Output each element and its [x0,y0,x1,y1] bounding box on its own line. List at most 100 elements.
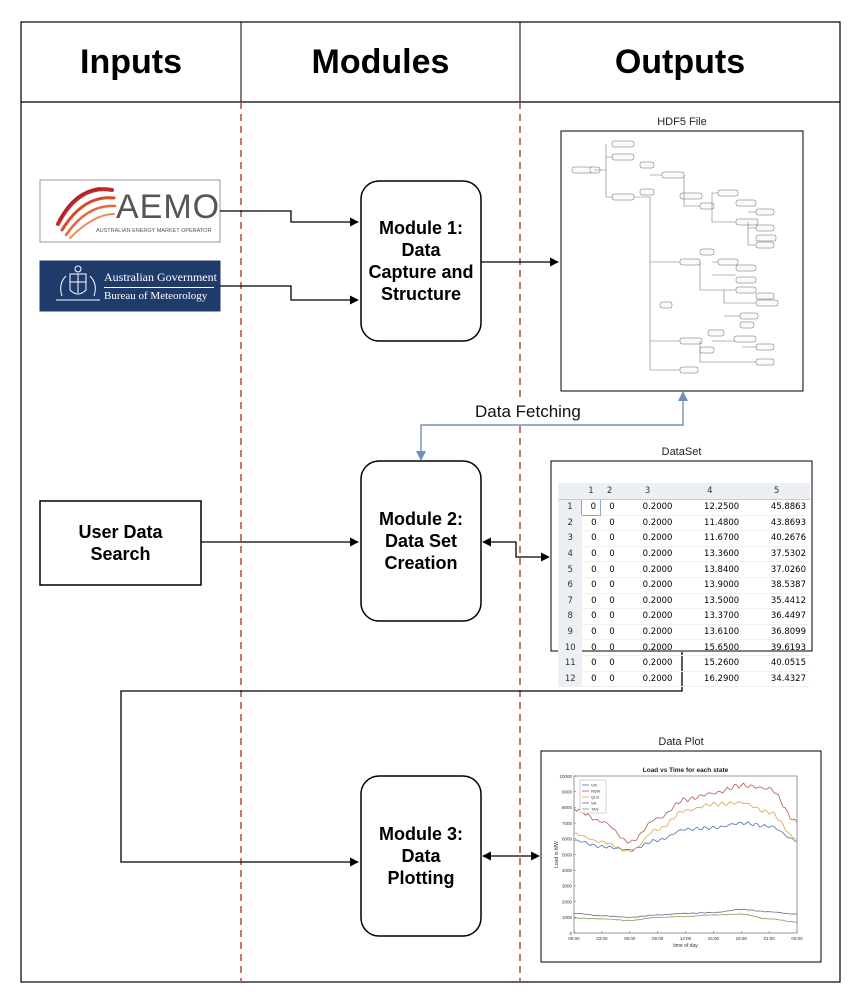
schema-node [755,224,775,232]
arrow-bom-to-module1 [220,285,359,305]
dataset-col-header: 5 [743,483,810,500]
series-line-tas [573,913,798,923]
table-cell: 0 [600,671,619,688]
user-data-search-label: User Data Search [78,522,163,564]
table-cell: 45.8863 [743,499,810,516]
module-1-label: Module 1: Data Capture and Structure [368,218,474,304]
table-cell: 37.0260 [743,561,810,578]
arrow-data-fetching [416,391,688,461]
y-tick-label: 3000 [562,884,573,889]
x-tick-label: 00:00 [791,936,803,941]
table-cell: 0.2000 [618,577,677,594]
schema-node [755,343,775,351]
table-cell: 0.2000 [618,624,677,641]
user-search-box [39,500,202,586]
table-cell: 0 [600,561,619,578]
legend-label: SA [591,801,597,806]
table-cell: 0.2000 [618,499,677,516]
schema-node [755,299,779,307]
arrow-module2-dataset [482,537,550,562]
schema-node [679,366,699,374]
table-cell: 0 [581,546,601,563]
schema-node [699,248,715,256]
schema-node [739,312,759,320]
dataset-col-header [558,483,582,500]
aemo-tagline: AUSTRALIAN ENERGY MARKET OPERATOR [96,228,212,234]
y-axis-label: Load in MW [554,841,560,868]
table-cell: 13.3700 [676,608,744,625]
coat-of-arms-icon [56,265,100,301]
data-fetching-label: Data Fetching [473,402,583,422]
series-line-qld [573,801,798,853]
schema-node [611,193,635,201]
table-cell: 13.6100 [676,624,744,641]
schema-node [611,140,635,148]
dataset-col-header: 4 [676,483,744,500]
table-cell: 0 [581,639,601,656]
table-cell: 0 [600,546,619,563]
schema-node [739,321,755,329]
table-cell: 0 [581,577,601,594]
bom-rule [104,287,214,288]
table-cell: 0 [581,561,601,578]
hdf5-caption: HDF5 File [657,116,707,128]
data-plot-chart: Load vs Time for each state0100020003000… [554,767,803,949]
table-cell: 12.2500 [676,499,744,516]
table-cell: 0 [581,608,601,625]
header-inputs: Inputs [80,42,182,81]
table-cell: 0.2000 [618,561,677,578]
schema-node [735,218,759,226]
table-cell: 36.4497 [743,608,810,625]
schema-node [735,286,757,294]
row-header-cell: 4 [558,546,582,563]
schema-node [679,258,701,266]
table-cell: 11.6700 [676,530,744,547]
table-cell: 13.8400 [676,561,744,578]
table-cell: 0.2000 [618,671,677,688]
table-cell: 34.4327 [743,671,810,688]
schema-node [735,264,757,272]
y-tick-label: 2000 [562,899,573,904]
table-cell: 0 [581,499,601,516]
bom-title: Australian Government [104,270,217,284]
schema-node [679,192,703,200]
legend-label: NSW [591,789,601,794]
module-2-box [360,460,482,622]
table-cell: 0 [581,624,601,641]
table-cell: 0 [600,593,619,610]
schema-node [755,241,775,249]
table-cell: 0.2000 [618,639,677,656]
header-modules: Modules [311,42,450,81]
table-cell: 13.9000 [676,577,744,594]
legend-label: TAS [591,807,599,812]
schema-node [717,258,739,266]
schema-node [755,208,775,216]
schema-node [659,301,673,309]
table-cell: 0.2000 [618,515,677,532]
table-cell: 0 [600,655,619,672]
y-tick-label: 9000 [562,790,573,795]
table-cell: 13.5000 [676,593,744,610]
table-cell: 15.2600 [676,655,744,672]
module-3-box [360,775,482,937]
schema-node [755,358,775,366]
table-cell: 11.4800 [676,515,744,532]
table-cell: 0 [600,515,619,532]
y-tick-label: 5000 [562,852,573,857]
table-cell: 15.6500 [676,639,744,656]
x-tick-label: 00:00 [568,936,580,941]
schema-node [717,189,739,197]
y-tick-label: 1000 [562,915,573,920]
row-header-cell: 1 [558,499,582,516]
aemo-logo-box [39,179,221,243]
table-cell: 35.4412 [743,593,810,610]
